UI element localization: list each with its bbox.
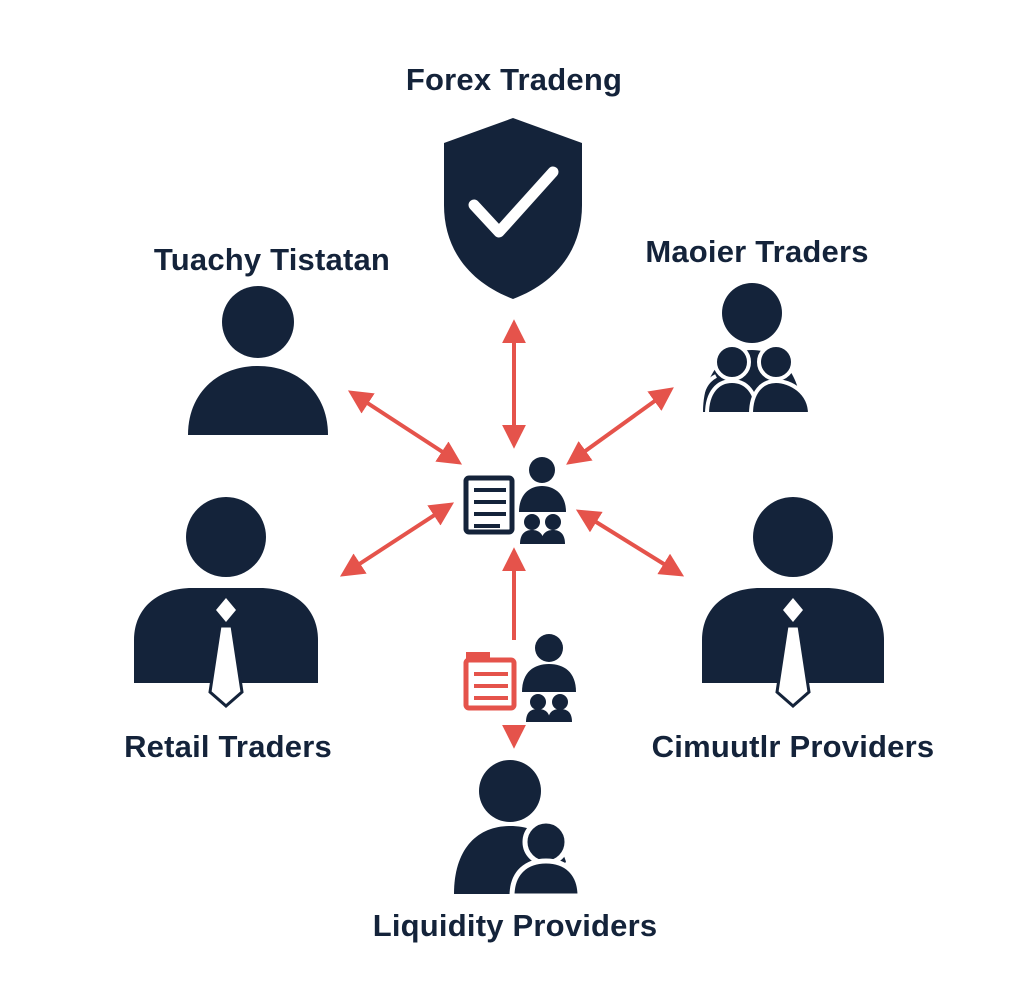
businessman-icon-retail	[134, 497, 318, 708]
arrow-topleft-hub	[347, 390, 463, 465]
label-right-providers: Cimuutlr Providers	[651, 729, 935, 764]
two-people-icon	[454, 760, 583, 899]
arrow-providers-hub	[575, 509, 685, 577]
arrow-retail-hub	[339, 502, 455, 577]
shield-check-icon	[444, 118, 582, 299]
businessman-icon-providers	[702, 497, 884, 708]
label-retail-traders: Retail Traders	[124, 729, 332, 764]
arrows	[339, 319, 685, 749]
label-liquidity-providers: Liquidity Providers	[372, 908, 658, 943]
person-icon	[188, 286, 328, 435]
group-icon	[698, 283, 813, 416]
secondary-hub-document-people-icon	[463, 634, 576, 722]
hub-document-people-icon	[463, 457, 566, 544]
arrow-topright-hub	[566, 387, 674, 465]
label-top-right: Maoier Traders	[645, 234, 869, 269]
label-top-left: Tuachy Tistatan	[153, 242, 391, 277]
diagram-title: Forex Tradeng	[405, 62, 623, 97]
